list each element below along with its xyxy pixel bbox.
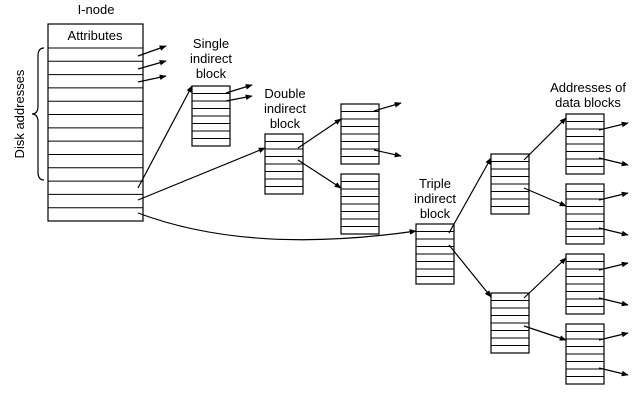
triple-indirect-block [415, 223, 455, 285]
inode-attributes-label: Attributes [68, 28, 123, 43]
double-child-block-2 [340, 173, 380, 235]
disk-addresses-brace [31, 47, 45, 181]
triple-child-block-1 [490, 153, 530, 215]
data-blocks-label-2: data blocks [555, 95, 621, 110]
db3-out-arrow-1 [598, 261, 629, 271]
inode-direct-arrow-2 [137, 60, 167, 70]
triple-child-block-2 [490, 292, 530, 354]
double-indirect-label-3: block [270, 116, 301, 131]
single-indirect-label-3: block [196, 66, 227, 81]
tchild2-to-db3-arrow [523, 257, 567, 299]
triple-to-tchild2-arrow [448, 244, 492, 298]
data-address-block-2 [565, 183, 605, 245]
disk-addresses-label: Disk addresses [12, 69, 27, 158]
triple-indirect-label-2: indirect [414, 191, 456, 206]
data-address-block-3 [565, 253, 605, 315]
inode-table [47, 23, 144, 222]
triple-to-tchild1-arrow [448, 157, 492, 234]
db2-out-arrow-1 [598, 191, 629, 201]
dchild1-out-arrow-2 [373, 149, 402, 158]
double-indirect-label-1: Double [264, 86, 305, 101]
data-blocks-label-1: Addresses of [550, 80, 626, 95]
tchild1-to-db1-arrow [523, 117, 567, 161]
inode-title: I-node [78, 2, 115, 17]
tchild2-to-db4-arrow [523, 325, 567, 341]
single-out-arrow-2 [225, 94, 253, 102]
double-to-child2-arrow [297, 159, 342, 189]
triple-indirect-label-1: Triple [419, 176, 451, 191]
db4-out-arrow-1 [598, 331, 629, 341]
inode-to-single-arrow [137, 85, 193, 189]
inode-direct-arrow-1 [137, 45, 167, 57]
db3-out-arrow-2 [598, 297, 629, 307]
double-child-block-1 [340, 103, 380, 165]
data-address-block-4 [565, 323, 605, 385]
db4-out-arrow-2 [598, 367, 629, 377]
triple-indirect-label-3: block [420, 206, 451, 221]
double-to-child1-arrow [297, 118, 342, 149]
single-indirect-block [191, 85, 231, 147]
inode-direct-arrow-3 [137, 74, 167, 83]
inode-to-double-arrow [137, 147, 266, 201]
single-indirect-label-1: Single [193, 36, 229, 51]
inode-to-triple-arrow [137, 212, 417, 241]
tchild1-to-db2-arrow [523, 187, 567, 207]
db1-out-arrow-2 [598, 157, 629, 167]
data-address-block-1 [565, 113, 605, 175]
db2-out-arrow-2 [598, 227, 629, 237]
db1-out-arrow-1 [598, 121, 629, 131]
double-indirect-block [264, 133, 304, 195]
single-indirect-label-2: indirect [190, 51, 232, 66]
double-indirect-label-2: indirect [264, 101, 306, 116]
dchild1-out-arrow-1 [373, 102, 402, 112]
single-out-arrow-1 [225, 84, 253, 94]
